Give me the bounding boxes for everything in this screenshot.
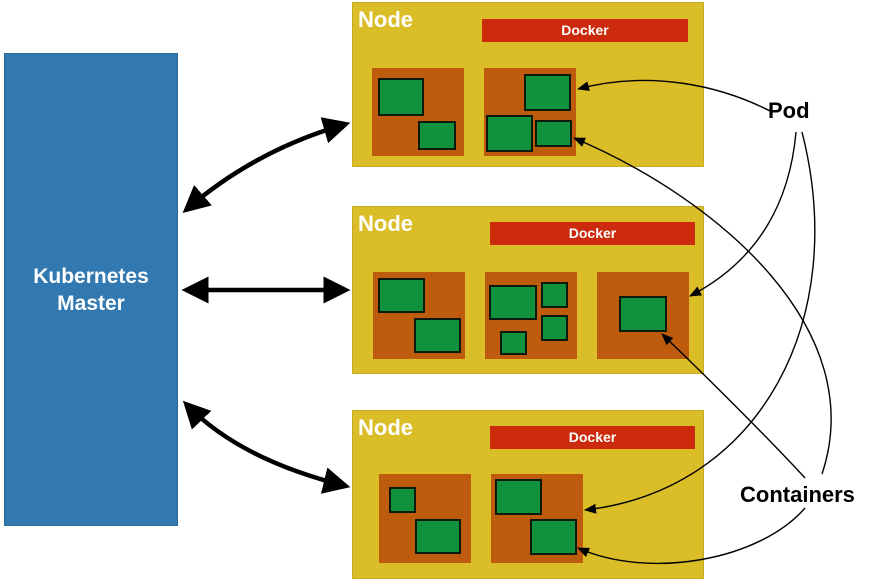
master-label-line1: Kubernetes xyxy=(33,264,149,288)
pod-callout: Pod xyxy=(768,98,810,123)
container xyxy=(418,121,456,150)
pod xyxy=(379,474,471,563)
container xyxy=(541,282,568,308)
container xyxy=(414,318,461,353)
pod xyxy=(491,474,583,563)
master-label: Kubernetes Master xyxy=(26,263,156,317)
container xyxy=(378,78,424,116)
container xyxy=(389,487,416,513)
container xyxy=(619,296,667,332)
containers-pointer-1 xyxy=(573,137,832,475)
docker-bar: Docker xyxy=(482,19,688,42)
container xyxy=(524,74,571,111)
containers-pointer-2 xyxy=(661,333,806,479)
docker-bar: Docker xyxy=(490,426,695,449)
master-label-line2: Master xyxy=(57,291,125,315)
node-title: Node xyxy=(358,415,413,440)
node-title: Node xyxy=(358,211,413,236)
docker-bar: Docker xyxy=(490,222,695,245)
container xyxy=(495,479,542,515)
kubernetes-master: Kubernetes Master xyxy=(4,53,178,526)
pod xyxy=(484,68,576,156)
node-title: Node xyxy=(358,7,413,32)
container xyxy=(378,278,425,313)
containers-pointer-3 xyxy=(577,507,806,565)
pod xyxy=(597,272,689,359)
pod-pointer-2 xyxy=(689,131,797,297)
container xyxy=(535,120,572,147)
pod-pointer-1 xyxy=(577,79,773,113)
pod-pointer-3 xyxy=(584,131,816,514)
master-node1-arrow xyxy=(182,117,351,213)
node-3: Node Docker xyxy=(352,410,704,579)
container xyxy=(489,285,537,320)
node-2: Node Docker xyxy=(352,206,704,374)
node-1: Node Docker xyxy=(352,2,704,167)
container xyxy=(541,315,568,341)
container xyxy=(500,331,527,355)
container xyxy=(415,519,461,554)
container xyxy=(486,115,533,152)
containers-callout: Containers xyxy=(740,482,855,507)
pod xyxy=(372,68,464,156)
master-node3-arrow xyxy=(182,400,351,494)
pod xyxy=(485,272,577,359)
pod xyxy=(373,272,465,359)
container xyxy=(530,519,577,555)
